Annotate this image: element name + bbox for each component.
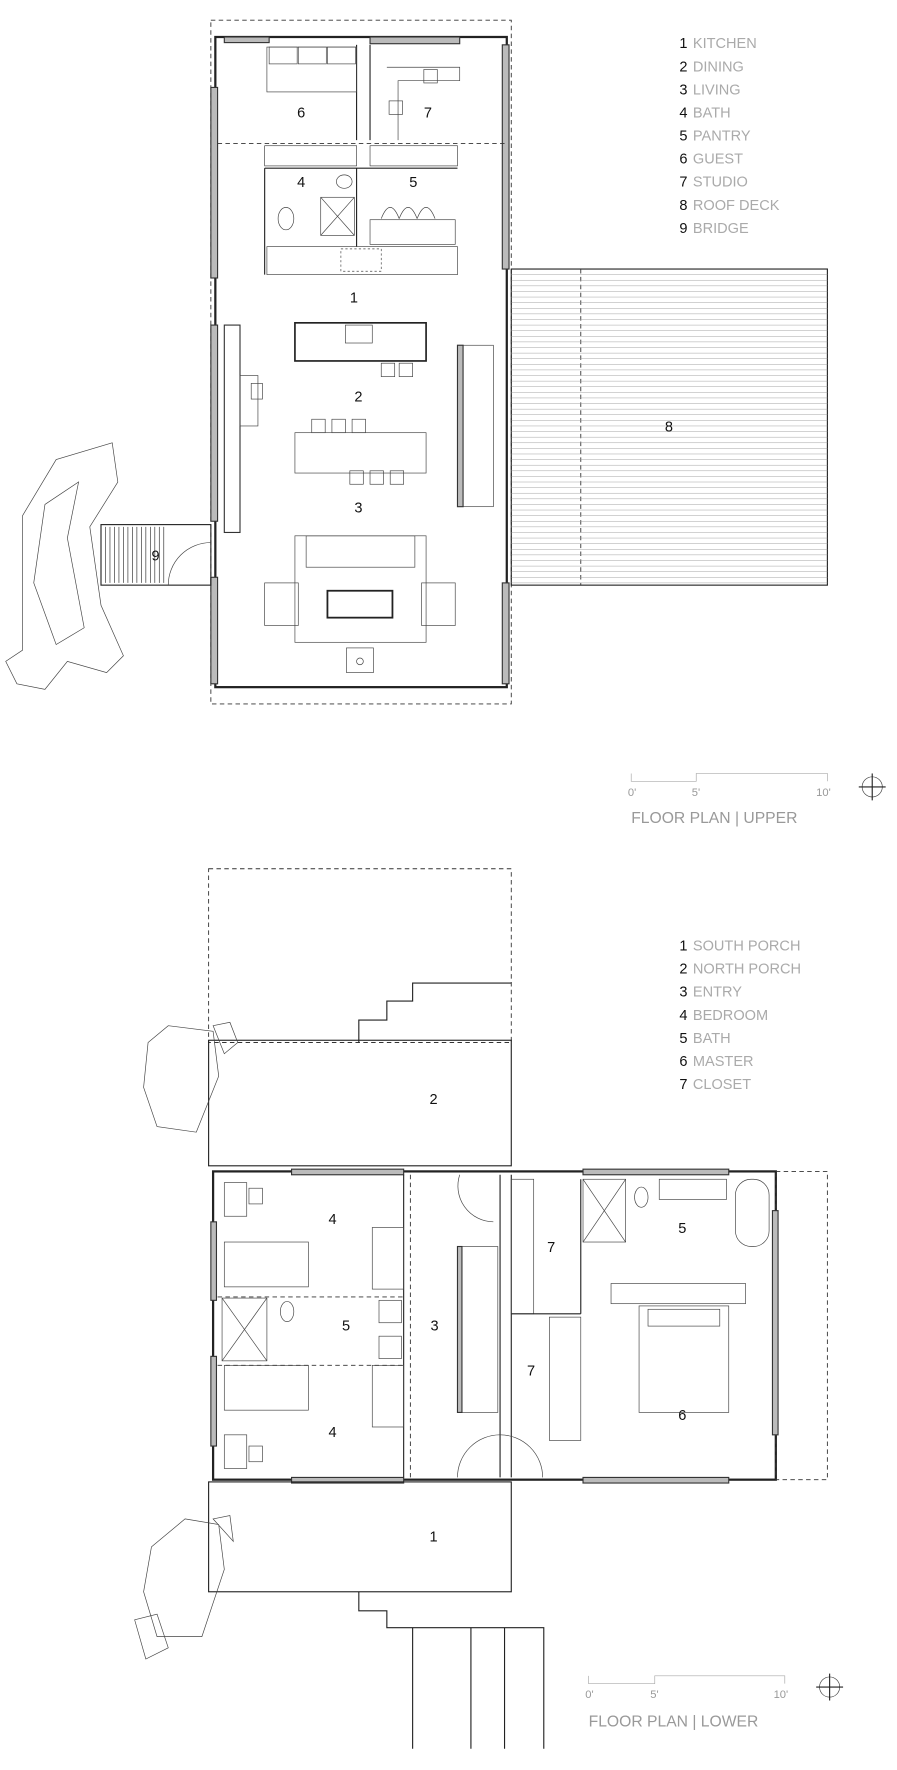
- legend-label: CLOSET: [693, 1077, 751, 1093]
- legend-label: BEDROOM: [693, 1008, 768, 1024]
- svg-text:10': 10': [774, 1689, 789, 1701]
- roof-deck: [510, 268, 828, 586]
- legend-number: 1: [679, 939, 687, 955]
- legend-number: 6: [679, 1054, 687, 1070]
- room-label: 7: [547, 1240, 555, 1256]
- legend-number: 4: [679, 1008, 687, 1024]
- legend-number: 5: [679, 129, 687, 145]
- room-label: 7: [527, 1363, 535, 1379]
- legend-label: STUDIO: [693, 175, 748, 191]
- room-label: 5: [342, 1319, 350, 1335]
- room-label: 8: [665, 420, 673, 436]
- legend-number: 5: [679, 1031, 687, 1047]
- room-label: 4: [297, 175, 305, 191]
- north-arrow-icon: [816, 1673, 844, 1701]
- legend-number: 6: [679, 152, 687, 168]
- legend-number: 1: [679, 36, 687, 52]
- legend-label: ENTRY: [693, 985, 742, 1001]
- legend-label: DINING: [693, 59, 744, 75]
- legend-label: MASTER: [693, 1054, 754, 1070]
- legend-label: LIVING: [693, 82, 741, 98]
- room-label: 3: [431, 1319, 439, 1335]
- legend-number: 2: [679, 59, 687, 75]
- room-label: 7: [424, 106, 432, 122]
- svg-text:5': 5': [692, 787, 700, 799]
- rock-sketch: [143, 1021, 239, 1133]
- north-arrow-icon: [858, 773, 886, 801]
- rock-sketch: [134, 1515, 234, 1660]
- svg-text:10': 10': [816, 787, 831, 799]
- legend-number: 3: [679, 985, 687, 1001]
- rock-sketch: [5, 442, 124, 690]
- legend-label: BATH: [693, 1031, 731, 1047]
- upper-legend: 1 KITCHEN 2 DINING 3 LIVING 4 BATH 5 PANTRY 6 GUEST…: [679, 36, 779, 237]
- lower-scale-bar: 0' 5' 10': [585, 1675, 789, 1701]
- room-label: 2: [429, 1092, 437, 1108]
- room-label: 1: [429, 1529, 437, 1545]
- legend-number: 4: [679, 105, 687, 121]
- legend-label: PANTRY: [693, 129, 751, 145]
- legend-number: 3: [679, 82, 687, 98]
- room-label: 9: [151, 548, 159, 564]
- room-label: 6: [678, 1408, 686, 1424]
- room-label: 5: [409, 175, 417, 191]
- svg-text:0': 0': [585, 1689, 593, 1701]
- legend-label: SOUTH PORCH: [693, 939, 801, 955]
- upper-scale-bar: 0' 5' 10': [628, 773, 831, 799]
- room-label: 1: [350, 291, 358, 307]
- legend-number: 7: [679, 175, 687, 191]
- upper-caption: FLOOR PLAN | UPPER: [631, 810, 797, 827]
- room-label: 5: [678, 1221, 686, 1237]
- svg-text:0': 0': [628, 787, 636, 799]
- upper-floor-plan: 1 2 3 4 5 6 7 8 9 1 KITCHEN 2 DINING 3 LIVING…: [5, 19, 886, 827]
- svg-text:5': 5': [650, 1689, 658, 1701]
- legend-label: BATH: [693, 105, 731, 121]
- room-label: 4: [329, 1425, 337, 1441]
- legend-number: 8: [679, 198, 687, 214]
- upper-stair: [456, 344, 494, 508]
- lower-floor-plan: 1 2 3 4 4 5 5 6 7 7 1 SOUTH PORCH 2 NORTH P…: [134, 868, 844, 1749]
- legend-number: 7: [679, 1077, 687, 1093]
- legend-label: NORTH PORCH: [693, 962, 801, 978]
- legend-number: 2: [679, 962, 687, 978]
- room-label: 6: [297, 106, 305, 122]
- bridge: [100, 524, 212, 586]
- legend-label: ROOF DECK: [693, 198, 780, 214]
- legend-label: BRIDGE: [693, 221, 749, 237]
- room-label: 4: [329, 1212, 337, 1228]
- room-label: 3: [354, 500, 362, 516]
- legend-label: GUEST: [693, 152, 743, 168]
- legend-number: 9: [679, 221, 687, 237]
- lower-caption: FLOOR PLAN | LOWER: [589, 1713, 759, 1730]
- legend-label: KITCHEN: [693, 36, 757, 52]
- room-label: 2: [354, 389, 362, 405]
